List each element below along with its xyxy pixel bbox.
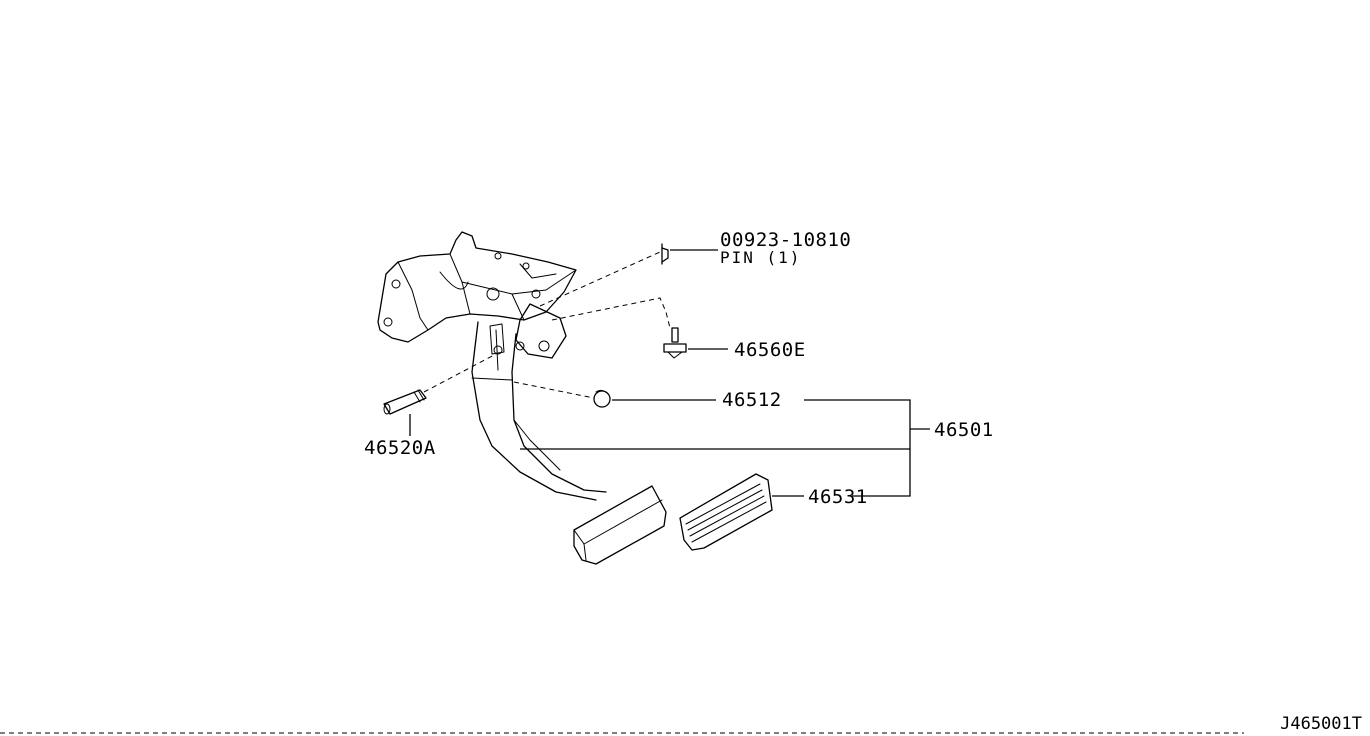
label-00923-10810: 00923-10810 bbox=[720, 229, 851, 251]
label-46560E: 46560E bbox=[734, 339, 806, 361]
label-46512: 46512 bbox=[722, 389, 782, 411]
pedal-pad-right bbox=[679, 473, 773, 551]
bolt-part bbox=[663, 327, 687, 359]
assembly-lines bbox=[423, 251, 671, 399]
label-46501: 46501 bbox=[934, 419, 994, 441]
pin-part bbox=[661, 243, 669, 265]
pedal-bracket bbox=[377, 231, 577, 359]
label-46520A: 46520A bbox=[364, 437, 436, 459]
pedal-arm bbox=[471, 321, 607, 501]
shaft-part bbox=[383, 389, 427, 415]
leader-lines bbox=[409, 249, 930, 497]
pedal-pad-left bbox=[573, 485, 667, 565]
part-labels: 00923-10810 PIN (1) 46560E 46512 46501 4… bbox=[364, 229, 994, 508]
bushing-part bbox=[593, 389, 611, 408]
label-46531: 46531 bbox=[808, 486, 868, 508]
label-pin-description: PIN (1) bbox=[720, 248, 801, 267]
diagram-reference-code: J465001T bbox=[1280, 714, 1362, 734]
